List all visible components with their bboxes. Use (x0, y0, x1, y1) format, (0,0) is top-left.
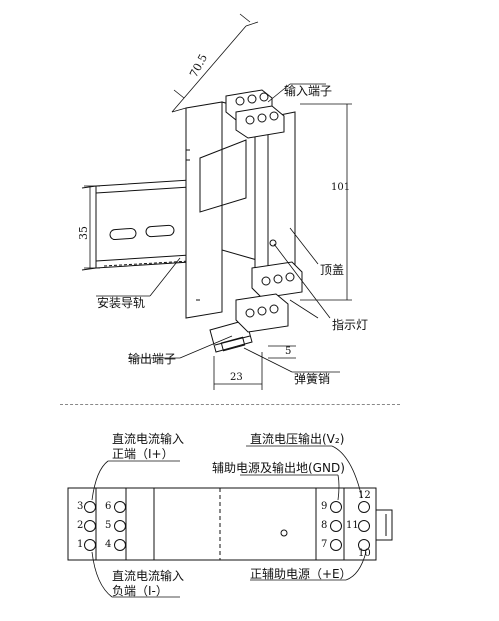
input-terminal-block (225, 89, 285, 139)
label-dc-current-input: 直流电流输入 (112, 432, 185, 446)
terminal-8: 8 (321, 520, 328, 531)
terminal-11: 11 (346, 520, 359, 531)
module-isometric-drawing (81, 13, 352, 390)
terminal-2: 2 (77, 520, 84, 531)
label-spring-pin: 弹簧销 (294, 372, 331, 386)
label-dc-voltage-output: 直流电压输出(V₂) (250, 432, 345, 446)
terminal-1: 1 (77, 539, 84, 550)
label-aux-power-gnd: 辅助电源及输出地(GND) (212, 461, 345, 475)
label-output-terminal: 输出端子 (128, 352, 177, 366)
terminal-leaders (91, 445, 367, 598)
indicator-led (280, 529, 288, 537)
label-input-terminal: 输入端子 (284, 84, 333, 98)
module-body (185, 101, 296, 353)
label-indicator: 指示灯 (332, 318, 369, 332)
terminal-4: 4 (105, 539, 112, 550)
terminal-9: 9 (321, 501, 328, 512)
label-negative-end: 负端（I-） (112, 584, 168, 598)
label-top-cover: 顶盖 (320, 263, 345, 277)
label-dc-current-input-2: 直流电流输入 (112, 569, 185, 583)
label-positive-aux-power: 正辅助电源（+E） (250, 567, 352, 581)
output-terminal-block (235, 261, 303, 333)
label-rail: 安装导轨 (97, 296, 146, 310)
divider (60, 404, 400, 405)
terminal-3: 3 (77, 501, 84, 512)
terminal-6: 6 (105, 501, 112, 512)
terminal-12: 12 (358, 490, 371, 501)
label-positive-end: 正端（I+） (112, 447, 174, 461)
dim-height: 101 (331, 182, 351, 193)
dim-offset: 5 (285, 346, 292, 357)
dimension-lines (84, 13, 352, 390)
module-outline (67, 487, 393, 561)
terminal-10: 10 (358, 548, 371, 559)
leader-lines (96, 83, 340, 373)
terminal-7: 7 (321, 539, 328, 550)
terminal-screws (84, 501, 370, 551)
terminal-5: 5 (105, 520, 112, 531)
dim-width: 23 (230, 372, 243, 383)
indicator-led (269, 239, 277, 247)
